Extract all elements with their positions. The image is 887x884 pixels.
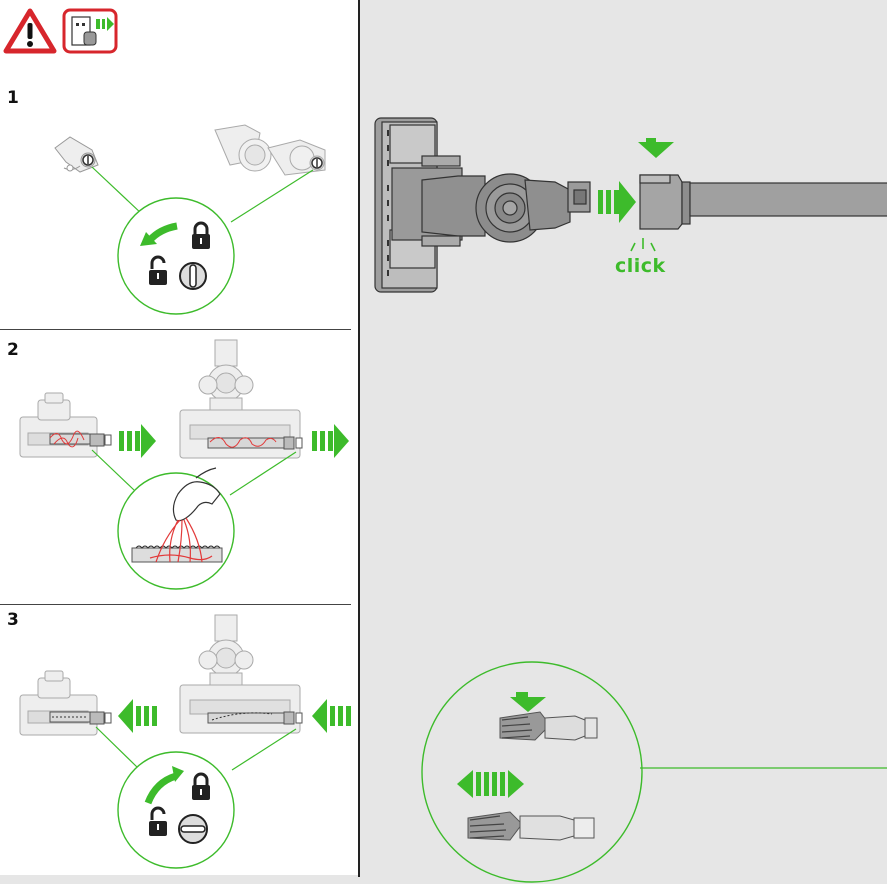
click-label: click [615, 255, 666, 277]
attach-tool-illustration [360, 0, 887, 884]
step-3-illustration [0, 0, 358, 875]
